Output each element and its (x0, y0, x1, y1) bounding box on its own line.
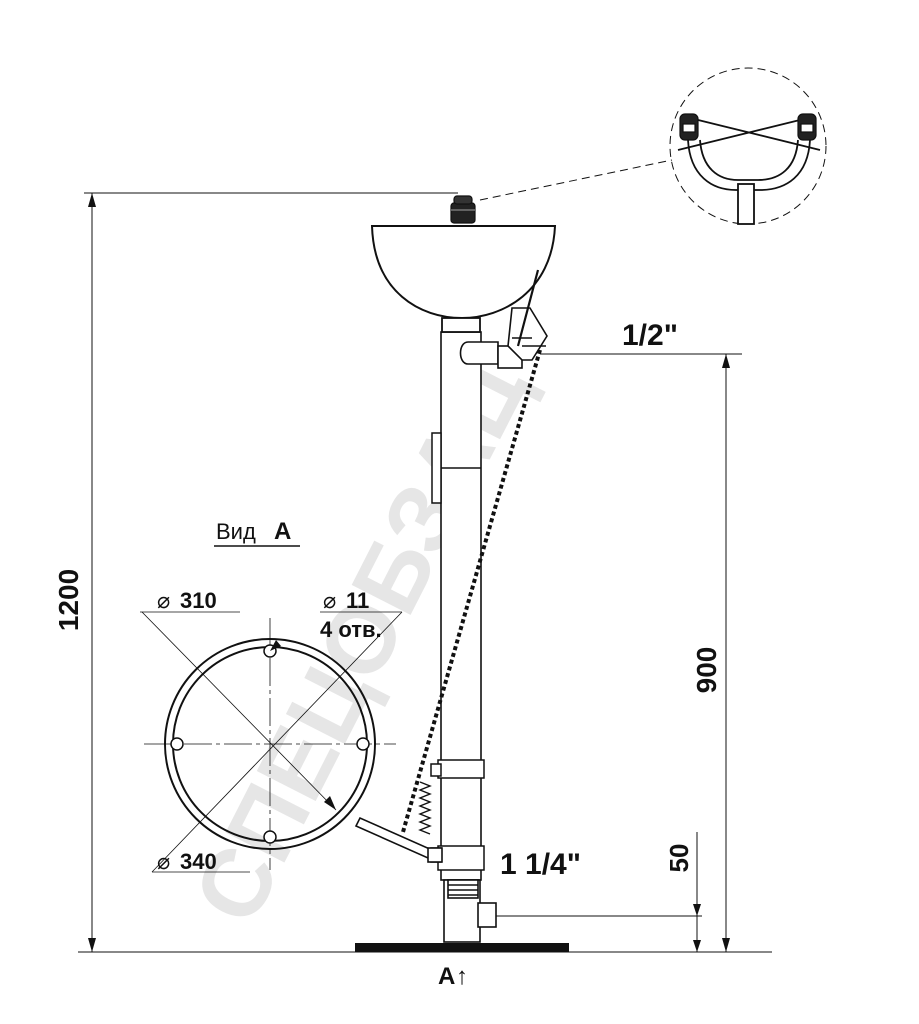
dimension-arrow-down (693, 904, 701, 916)
dimension-arrow-down (88, 938, 96, 952)
dimension-arrow (270, 640, 281, 651)
foot-pedal (354, 816, 443, 863)
hole-diameter-label: 11 (346, 588, 369, 613)
valve-assembly (459, 269, 548, 369)
outer-diameter-label: 340 (180, 849, 217, 874)
detail-leader-line (479, 159, 673, 201)
lower-inlet-size-label: 1 1/4" (500, 848, 581, 881)
base-plate (355, 943, 569, 952)
drain-height-label: 50 (664, 844, 694, 873)
inlet-height-dimension (540, 353, 742, 952)
bowl-neck (441, 317, 481, 333)
overall-height-label: 1200 (53, 569, 84, 631)
drain-height-dimension (494, 832, 702, 952)
detail-nozzles (679, 113, 817, 141)
view-a-title-prefix: Вид (216, 519, 256, 544)
inlet-height-label: 900 (691, 647, 722, 694)
detail-spray-head (677, 117, 821, 225)
spray-head (450, 195, 476, 224)
dimension-arrow-up (693, 940, 701, 952)
dimension-arrow-down (722, 938, 730, 952)
pipe-bracket (431, 432, 481, 504)
view-a-title-letter: А (274, 518, 291, 545)
wash-bowl (370, 225, 557, 320)
dimension-arrow-up (722, 354, 730, 368)
diameter-symbol: ⌀ (157, 588, 170, 613)
return-spring (418, 781, 432, 835)
hole-count-label: 4 отв. (320, 617, 382, 642)
dimension-arrow-up (88, 193, 96, 207)
inner-diameter-label: 310 (180, 588, 217, 613)
upper-inlet-size-label: 1/2" (622, 319, 678, 352)
diameter-symbol: ⌀ (157, 849, 170, 874)
view-marker-arrow: ↑ (456, 963, 468, 990)
diameter-symbol: ⌀ (323, 588, 336, 613)
dimension-arrow (324, 796, 336, 810)
view-marker-letter: А (438, 963, 455, 990)
